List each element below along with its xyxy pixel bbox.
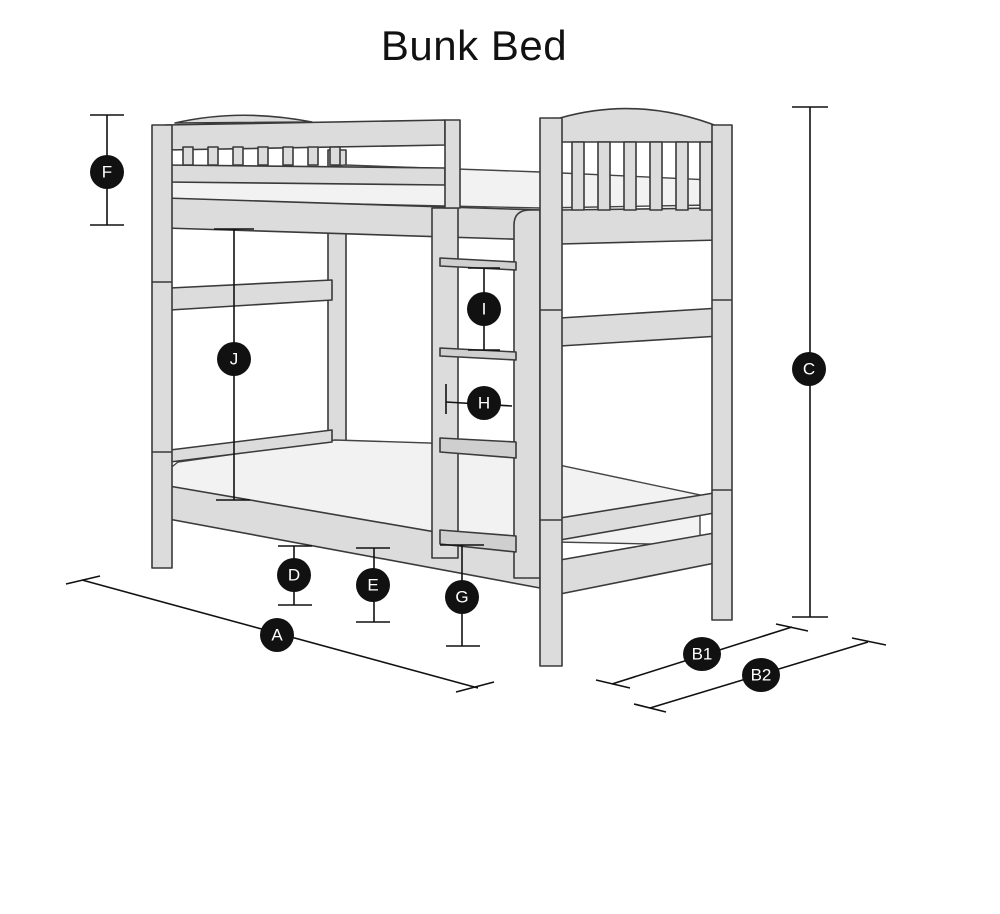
rear-headboard-top [174, 114, 313, 124]
ladder-rung-3 [439, 437, 517, 459]
label-g-text: G [455, 588, 468, 607]
right-mid-rail [559, 307, 721, 347]
ladder-rung-1 [439, 257, 517, 271]
front-left-post [151, 124, 173, 569]
diagram-title: Bunk Bed [380, 22, 568, 69]
label-a-text: A [271, 626, 283, 645]
label-f: F [90, 155, 124, 189]
rear-headboard-slats [182, 146, 341, 166]
label-b2: B2 [742, 658, 780, 692]
ladder-right-rail [513, 209, 541, 579]
label-j-text: J [230, 350, 239, 369]
rear-right-post [711, 124, 733, 621]
bunk-bed-illustration [151, 107, 733, 667]
label-i: I [467, 292, 501, 326]
front-headboard-top [559, 107, 723, 143]
ladder [431, 207, 541, 579]
label-b1-text: B1 [692, 645, 713, 664]
label-e-text: E [367, 576, 378, 595]
top-rear-lower-rail [164, 164, 446, 186]
top-middle-post [444, 119, 461, 209]
top-front-rail [559, 207, 721, 245]
label-d: D [277, 558, 311, 592]
label-d-text: D [288, 566, 300, 585]
label-h-text: H [478, 394, 490, 413]
label-j: J [217, 342, 251, 376]
label-c-text: C [803, 360, 815, 379]
left-mid-rail [169, 279, 333, 311]
front-right-post [539, 117, 563, 667]
label-i-text: I [482, 300, 487, 319]
front-headboard-slats [571, 141, 713, 211]
dimension-labels: A B1 B2 C D E F G [90, 155, 826, 692]
top-rear-rail [164, 119, 446, 151]
label-c: C [792, 352, 826, 386]
label-h: H [467, 386, 501, 420]
label-e: E [356, 568, 390, 602]
label-f-text: F [102, 163, 112, 182]
label-b1: B1 [683, 637, 721, 671]
ladder-rung-4 [439, 529, 517, 553]
label-g: G [445, 580, 479, 614]
label-b2-text: B2 [751, 666, 772, 685]
label-a: A [260, 618, 294, 652]
